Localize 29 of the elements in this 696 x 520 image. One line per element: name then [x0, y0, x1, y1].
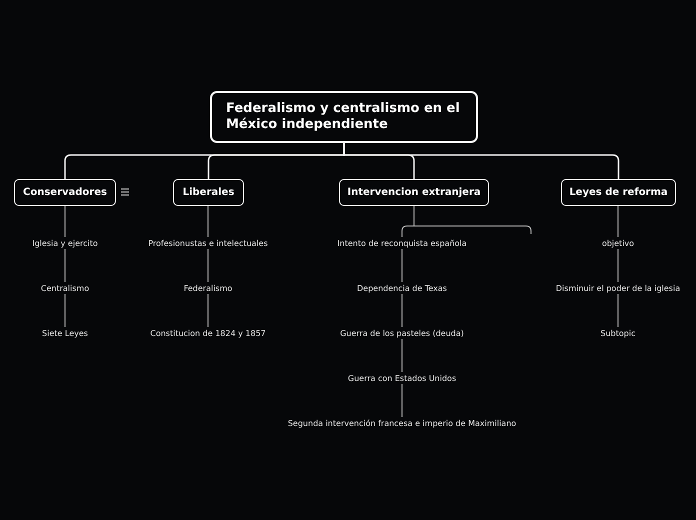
- leaf-text: Guerra de los pasteles (deuda): [337, 327, 467, 339]
- topic-label: Conservadores: [23, 187, 107, 198]
- subtopic-box: [173, 179, 244, 206]
- leaf-text: Disminuir el poder de la iglesia: [553, 282, 683, 294]
- connector-line: [402, 206, 532, 238]
- connector-line: [64, 248, 66, 282]
- subtopic-box: [14, 179, 116, 206]
- subtopic-box: [561, 179, 676, 206]
- leaf-text: Siete Leyes: [35, 327, 95, 339]
- leaf-text: Federalismo: [178, 282, 238, 294]
- topic-label: Leyes de reforma: [569, 187, 668, 198]
- leaf-text: Constitucion de 1824 y 1857: [143, 327, 273, 339]
- leaf-text: objetivo: [593, 237, 643, 249]
- connector-line: [64, 294, 66, 328]
- connector-line: [343, 143, 620, 179]
- topic-box: [210, 91, 478, 143]
- leaf-text: Centralismo: [35, 282, 95, 294]
- leaf-text: Subtopic: [593, 327, 643, 339]
- leaf-text: Segunda intervención francesa e imperio de Maximiliano: [282, 417, 522, 429]
- connector-line: [64, 206, 66, 238]
- leaf-text: Iglesia y ejercito: [20, 237, 110, 249]
- leaf-text: Dependencia de Texas: [352, 282, 452, 294]
- topic-label: Intervencion extranjera: [347, 187, 481, 198]
- leaf-text: Guerra con Estados Unidos: [344, 372, 460, 384]
- leaf-text: Profesionustas e intelectuales: [143, 237, 273, 249]
- title-text: Federalismo y centralismo en el México independiente: [226, 101, 461, 133]
- subtopic-box: [339, 179, 489, 206]
- topic-label: Liberales: [182, 187, 234, 198]
- leaf-text: Intento de reconquista española: [332, 237, 472, 249]
